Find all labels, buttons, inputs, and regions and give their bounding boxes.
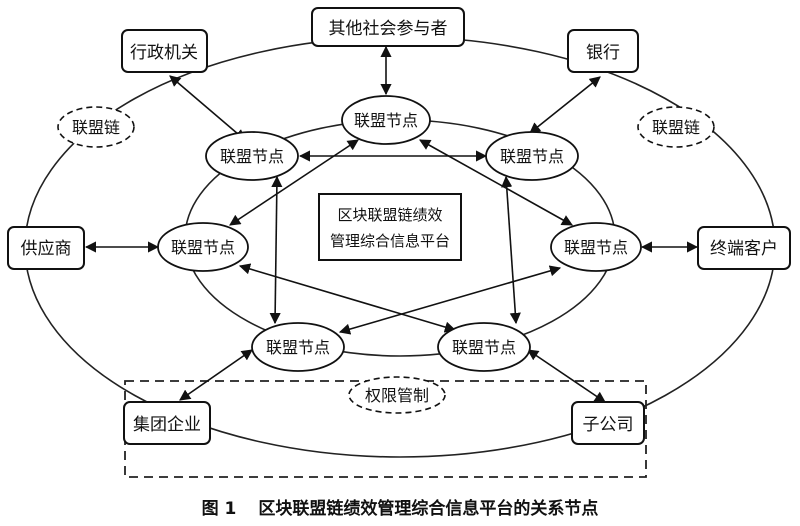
link-top-midright — [419, 139, 573, 226]
participant-group-box — [123, 401, 211, 445]
figure-number: 图 1 — [201, 499, 237, 519]
alliance-chain-left-shape — [57, 106, 135, 148]
participant-subsidiary-box — [571, 401, 645, 445]
alliance-node-midright: 联盟节点 — [564, 238, 628, 257]
participant-customer-box — [697, 226, 791, 270]
participant-supplier: 供应商 — [21, 239, 72, 259]
alliance-chain-right-shape — [637, 106, 715, 148]
platform-box — [318, 193, 462, 261]
alliance-node-midleft-shape — [157, 222, 249, 272]
alliance-node-midright-shape — [550, 222, 642, 272]
platform-title-line1: 区块联盟链绩效 — [337, 206, 442, 224]
relationship-diagram: 区块联盟链绩效 管理综合信息平台 其他社会参与者 行政机关 银行 供应商 终端客… — [7, 7, 791, 478]
participant-admin: 行政机关 — [130, 43, 198, 63]
alliance-node-botright: 联盟节点 — [452, 338, 516, 357]
link-midright-botleft — [338, 265, 562, 335]
link-group-node — [179, 349, 253, 401]
permission-control-shape — [348, 376, 446, 414]
participant-bank: 银行 — [586, 43, 620, 63]
alliance-chain-left: 联盟链 — [72, 118, 120, 137]
alliance-node-botleft-shape — [251, 322, 345, 372]
permission-control-label: 权限管制 — [365, 386, 429, 405]
participant-customer: 终端客户 — [710, 239, 778, 259]
alliance-node-midleft: 联盟节点 — [171, 238, 235, 257]
participant-top: 其他社会参与者 — [329, 19, 448, 39]
alliance-node-botleft: 联盟节点 — [266, 338, 330, 357]
participant-supplier-box — [7, 226, 85, 270]
link-bank-node — [529, 76, 601, 134]
participant-group: 集团企业 — [133, 415, 201, 435]
link-upright-botright — [501, 175, 521, 325]
alliance-node-upleft: 联盟节点 — [220, 147, 284, 166]
participant-admin-box — [121, 29, 208, 73]
participant-top-box — [311, 7, 465, 47]
link-top-midleft — [229, 139, 359, 226]
alliance-node-top: 联盟节点 — [354, 111, 418, 130]
platform-title-line2: 管理综合信息平台 — [330, 232, 450, 250]
alliance-chain-right: 联盟链 — [652, 118, 700, 137]
link-subsidiary-node — [527, 349, 606, 403]
participant-subsidiary: 子公司 — [583, 415, 634, 435]
figure-caption: 图 1 区块联盟链绩效管理综合信息平台的关系节点 — [0, 494, 800, 519]
link-admin-node — [169, 75, 246, 141]
link-upleft-botleft — [269, 175, 283, 325]
figure-title: 区块联盟链绩效管理综合信息平台的关系节点 — [258, 499, 599, 519]
alliance-node-upright: 联盟节点 — [500, 147, 564, 166]
alliance-node-top-shape — [341, 95, 431, 145]
alliance-node-upleft-shape — [205, 131, 299, 181]
alliance-node-upright-shape — [485, 131, 579, 181]
participant-bank-box — [567, 29, 639, 73]
link-midleft-botright — [238, 263, 457, 333]
alliance-node-botright-shape — [437, 322, 531, 372]
